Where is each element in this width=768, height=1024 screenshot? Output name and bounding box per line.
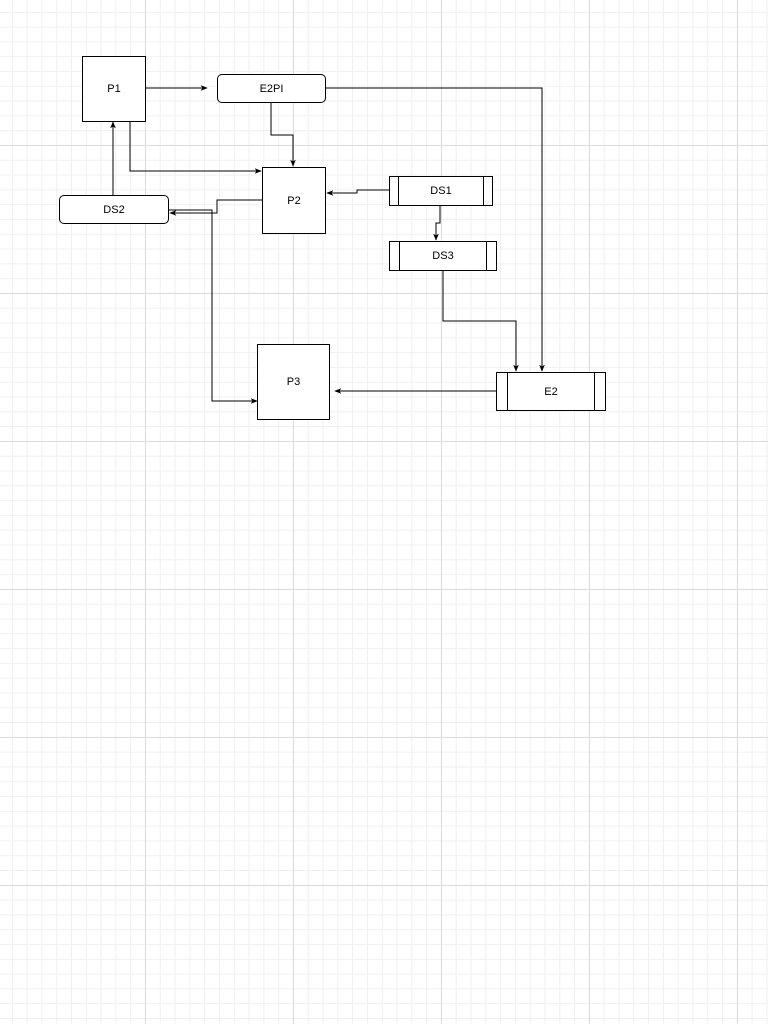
node-label: DS1 [430, 185, 452, 197]
process-node-p3[interactable]: P3 [257, 344, 330, 420]
node-label: P3 [286, 376, 301, 388]
node-label: E2PI [259, 82, 284, 95]
node-label: P1 [107, 83, 121, 95]
data-store-node-e2[interactable]: E2 [496, 372, 606, 411]
node-label: P2 [287, 194, 301, 207]
edge-ds3-to-e2[interactable] [442, 271, 519, 372]
node-label: DS3 [432, 250, 454, 262]
edge-e2pi-to-e2[interactable] [326, 87, 545, 372]
data-store-node-ds3[interactable]: DS3 [389, 241, 497, 271]
store-divider-line [398, 177, 399, 205]
process-node-p2[interactable]: P2 [262, 167, 326, 234]
data-store-node-ds1[interactable]: DS1 [389, 176, 493, 206]
edge-ds1-to-ds3[interactable] [433, 206, 441, 241]
node-label: E2 [544, 385, 558, 398]
edge-e2pi-to-p2[interactable] [270, 103, 296, 167]
edge-p2-to-ds2[interactable] [169, 199, 262, 216]
store-divider-line [486, 242, 487, 270]
process-node-p1[interactable]: P1 [82, 56, 146, 122]
store-divider-line [399, 242, 400, 270]
edge-p1-to-p2[interactable] [129, 122, 262, 174]
edge-ds1-to-p2[interactable] [326, 189, 389, 196]
store-divider-line [483, 177, 484, 205]
store-divider-line [507, 373, 508, 410]
terminal-node-e2pi[interactable]: E2PI [217, 74, 326, 103]
terminal-node-ds2[interactable]: DS2 [59, 195, 169, 224]
store-divider-line [594, 373, 595, 410]
node-label: DS2 [103, 203, 125, 216]
edge-ds2-to-p3[interactable] [169, 209, 258, 404]
